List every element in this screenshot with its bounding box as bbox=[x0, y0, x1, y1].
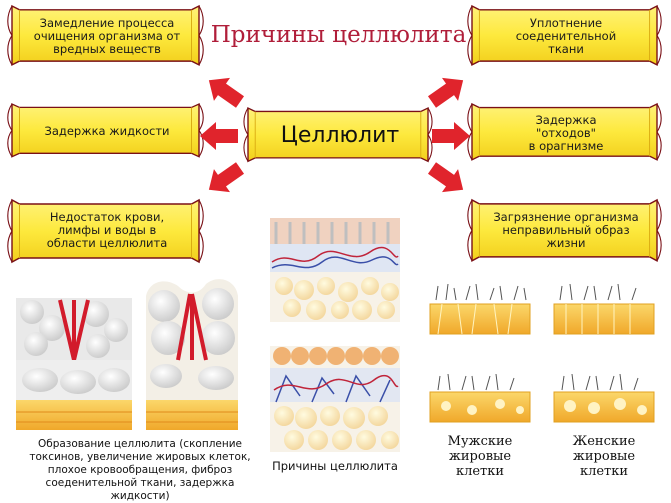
causes-caption: Причины целлюлита bbox=[272, 459, 398, 473]
arrow-icon-up-right bbox=[423, 68, 472, 114]
arrow-icon-left bbox=[200, 122, 238, 150]
skin-cross-section-cellulite bbox=[146, 279, 238, 430]
left-scroll-label-3: Недостаток крови, лимфы и воды в области… bbox=[46, 209, 168, 250]
left-scroll-label-1: Замедление процесса очищения организма о… bbox=[33, 15, 181, 56]
right-scroll-label-2: Задержка "отходов" в орагнизме bbox=[528, 112, 604, 153]
skin-cross-section-normal bbox=[16, 298, 132, 430]
arrow-icon-down-right bbox=[423, 156, 472, 202]
cellulite-causes-illustration-top bbox=[270, 218, 400, 322]
arrow-icon-down-left bbox=[200, 156, 249, 202]
fat-cells-female-bottom bbox=[553, 373, 655, 423]
left-scroll-label-2: Задержка жидкости bbox=[44, 123, 170, 138]
fat-cells-female-top bbox=[553, 283, 655, 335]
arrow-icon-up-left bbox=[200, 68, 249, 114]
cellulite-causes-illustration-bottom bbox=[270, 346, 400, 452]
male-cells-caption: Мужские жировые клетки bbox=[447, 434, 513, 479]
right-scroll-label-3: Загрязнение организма неправильный образ… bbox=[493, 209, 639, 250]
formation-caption: Образование целлюлита (скопление токсино… bbox=[29, 438, 251, 502]
fat-cells-male-bottom bbox=[429, 373, 531, 423]
diagram-title: Причины целлюлита bbox=[210, 22, 467, 48]
right-scroll-label-1: Уплотнение соеденительной ткани bbox=[515, 15, 617, 56]
female-cells-caption: Женские жировые клетки bbox=[572, 434, 636, 479]
fat-cells-male-top bbox=[429, 283, 531, 335]
center-label-cellulite: Целлюлит bbox=[280, 122, 400, 148]
